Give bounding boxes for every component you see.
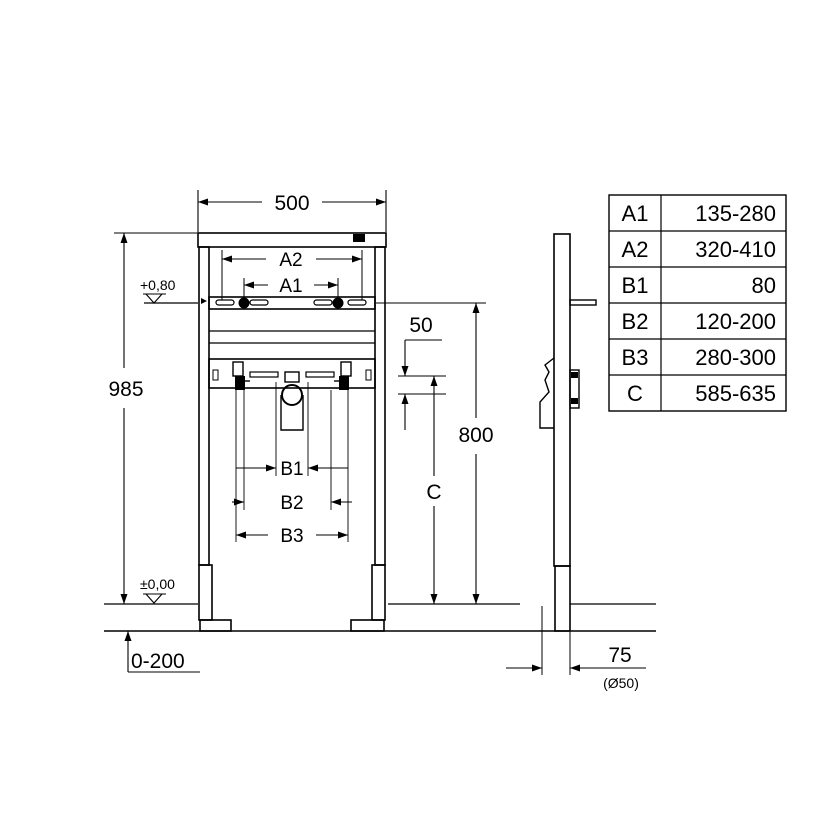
frame-left-foot xyxy=(199,619,232,632)
a1-label: A1 xyxy=(279,276,302,297)
b3-label: B3 xyxy=(280,526,303,547)
upper-mounting-rail xyxy=(208,296,376,310)
frame-top-clip xyxy=(353,234,365,242)
c-dimension: C xyxy=(426,376,442,604)
fixing-height-label: 800 xyxy=(458,424,493,447)
angle-valve-right xyxy=(334,361,352,390)
floor-range-dimension: 0-200 xyxy=(124,631,200,673)
table-row: B2 120-200 xyxy=(622,309,776,334)
table-row: A2 320-410 xyxy=(622,237,776,262)
width-dimension: 500 xyxy=(197,190,387,232)
frame-left-upright xyxy=(198,246,210,566)
fixing-height-dimension: 800 xyxy=(376,302,494,604)
a1-dimension: A1 xyxy=(243,276,339,300)
width-dimension-label: 500 xyxy=(274,192,309,215)
table-value: 120-200 xyxy=(695,309,776,334)
offset-dimension: 50 xyxy=(398,314,446,430)
table-key: B2 xyxy=(622,309,649,334)
anchor-bolt-right xyxy=(332,297,344,309)
floor-level-label: ±0,00 xyxy=(140,576,175,592)
height-dimension: 985 xyxy=(108,232,198,604)
side-upright xyxy=(553,233,571,567)
lower-cross-rail xyxy=(208,358,376,389)
a2-dimension: A2 xyxy=(221,250,363,300)
table-value: 280-300 xyxy=(695,345,776,370)
front-view-frame xyxy=(197,232,387,632)
c-label: C xyxy=(426,481,441,504)
table-row: A1 135-280 xyxy=(622,201,776,226)
table-key: B1 xyxy=(622,273,649,298)
floor-level-marker: ±0,00 xyxy=(140,576,175,604)
table-key: C xyxy=(627,381,643,406)
frame-right-leg xyxy=(371,564,386,621)
table-value: 80 xyxy=(752,273,776,298)
table-key: A2 xyxy=(622,237,649,262)
height-dimension-label: 985 xyxy=(108,378,143,401)
pipe-diameter-label: (Ø50) xyxy=(603,675,639,691)
angle-valve-left xyxy=(232,361,250,390)
table-row: C 585-635 xyxy=(627,381,776,406)
frame-right-foot xyxy=(350,619,385,632)
b-dimensions: B1 B2 B3 xyxy=(232,382,352,547)
upper-level-label: +0,80 xyxy=(140,277,176,293)
side-supply-stub xyxy=(569,299,597,306)
floor-range-label: 0-200 xyxy=(131,650,185,673)
side-leg xyxy=(554,565,571,632)
a2-label: A2 xyxy=(279,250,302,271)
offset-dimension-label: 50 xyxy=(409,314,432,337)
dimension-table: A1 135-280 A2 320-410 B1 80 B2 120-200 B… xyxy=(608,194,787,412)
table-row: B1 80 xyxy=(622,273,776,298)
table-key: B3 xyxy=(622,345,649,370)
b2-label: B2 xyxy=(280,493,303,514)
frame-top-rail xyxy=(197,232,387,248)
drain-connection xyxy=(280,371,304,431)
table-row: B3 280-300 xyxy=(622,345,776,370)
depth-dimension: 75 (Ø50) xyxy=(506,606,646,691)
table-key: A1 xyxy=(622,201,649,226)
table-value: 135-280 xyxy=(695,201,776,226)
upper-level-marker: +0,80 xyxy=(140,277,176,304)
side-view-frame xyxy=(539,233,597,632)
b1-label: B1 xyxy=(280,459,303,480)
side-valve-housing xyxy=(569,369,580,409)
frame-left-leg xyxy=(198,564,213,621)
table-value: 585-635 xyxy=(695,381,776,406)
side-bracket xyxy=(539,357,555,429)
depth-label: 75 xyxy=(608,644,631,667)
table-value: 320-410 xyxy=(695,237,776,262)
anchor-bolt-left xyxy=(238,297,250,309)
frame-right-upright xyxy=(374,246,386,566)
